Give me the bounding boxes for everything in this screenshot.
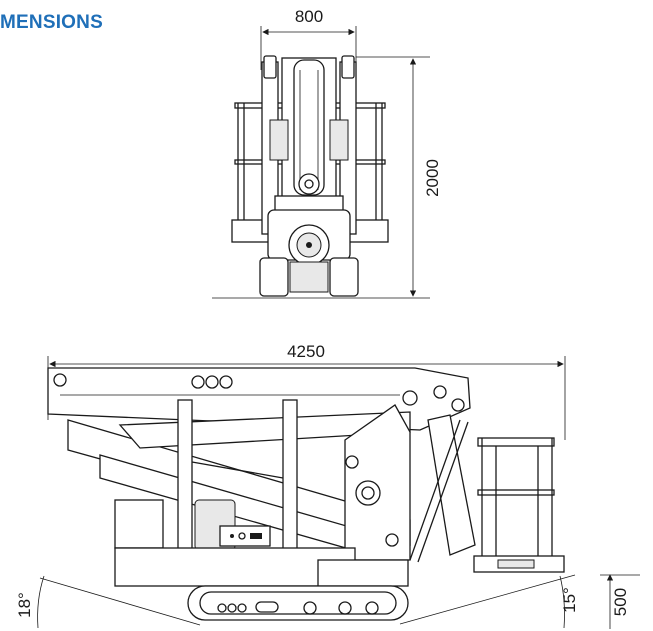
- front-angle-arc: [559, 575, 565, 629]
- side-view: 4250: [15, 342, 640, 629]
- left-track: [259, 257, 289, 297]
- rear-counterweight: [317, 559, 409, 587]
- turret-pivot: [355, 480, 381, 506]
- boom-tube: [293, 59, 325, 196]
- jib-arm: [427, 414, 476, 556]
- mast-left: [177, 399, 193, 551]
- rear-angle-arc: [37, 575, 45, 629]
- width-dimension-label: 800: [295, 7, 323, 26]
- turret-plate: [344, 404, 411, 561]
- basket-top-rail: [477, 437, 555, 447]
- rear-angle-line: [39, 577, 201, 626]
- boom-pivot: [298, 173, 320, 195]
- mast-right: [282, 399, 298, 551]
- length-dimension-label: 4250: [287, 342, 325, 361]
- section-title: MENSIONS: [0, 12, 103, 33]
- clearance-label: 500: [611, 588, 630, 616]
- front-view: 800 2000: [212, 7, 442, 299]
- front-angle-line: [399, 574, 576, 625]
- rear-angle-label: 18°: [15, 592, 34, 618]
- front-angle-label: 15°: [560, 587, 579, 613]
- right-track: [329, 257, 359, 297]
- engine-block: [114, 499, 164, 549]
- chassis: [114, 547, 356, 587]
- height-dimension-label: 2000: [423, 159, 442, 197]
